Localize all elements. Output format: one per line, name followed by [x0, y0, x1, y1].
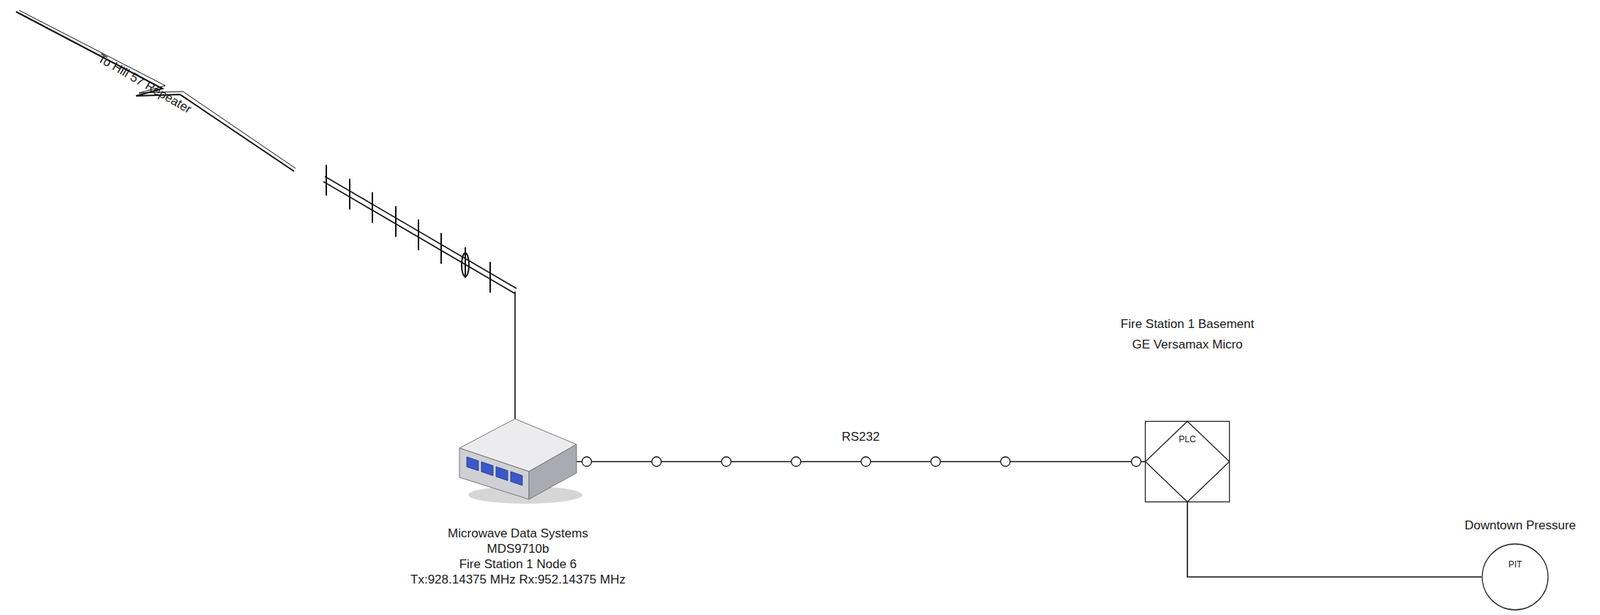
radio-text: Microwave Data Systems — [410, 525, 626, 541]
radio-link-bolt — [16, 11, 295, 172]
led-panel — [466, 456, 479, 471]
connector — [576, 456, 1145, 467]
box-side — [528, 444, 577, 499]
plc-text: Fire Station 1 Basement — [1120, 313, 1254, 335]
serial-bead — [791, 456, 802, 467]
yagi-antenna — [323, 164, 517, 419]
plc-caption: Fire Station 1 BasementGE Versamax Micro — [1120, 313, 1254, 355]
serial-bead — [930, 456, 941, 467]
radio-text: Tx:928.14375 MHz Rx:952.14375 MHz — [410, 571, 626, 587]
plc-tag: PLC — [1178, 433, 1196, 445]
antenna-element — [348, 178, 351, 210]
pit-circle — [1482, 543, 1549, 610]
radio-caption: Microwave Data SystemsMDS9710bFire Stati… — [410, 525, 626, 587]
radio-box: Microwave Data SystemsMDS9710bFire Stati… — [459, 418, 577, 501]
serial-bead — [582, 456, 592, 467]
radio-text: Fire Station 1 Node 6 — [410, 556, 626, 572]
antenna-element — [395, 205, 397, 237]
antenna-element — [325, 164, 328, 196]
plc-text: GE Versamax Micro — [1120, 334, 1254, 355]
connector-line — [1187, 501, 1482, 577]
connector — [1187, 501, 1482, 577]
antenna-element — [489, 261, 491, 293]
serial-bead — [651, 456, 662, 467]
plc-box-outline — [1144, 420, 1230, 502]
pit-title: Downtown Pressure — [1464, 517, 1576, 533]
serial-bead — [861, 456, 871, 467]
pit-tag: PIT — [1508, 558, 1523, 570]
plc-box: Fire Station 1 BasementGE Versamax Micro… — [1144, 420, 1230, 502]
led-panel — [510, 471, 523, 486]
antenna-element — [417, 219, 420, 251]
serial-bead — [1131, 456, 1142, 467]
link-label: To Hill 57 Repeater — [95, 51, 194, 118]
radio-box-outline — [459, 418, 577, 501]
pressure-transmitter: Downtown PressurePIT — [1481, 542, 1549, 611]
plc-diamond — [1145, 421, 1230, 502]
edge-label: RS232 — [839, 429, 883, 445]
plc-square — [1145, 421, 1230, 502]
serial-bead — [721, 456, 731, 467]
antenna-element — [464, 247, 467, 279]
driven-element — [461, 253, 469, 277]
led-panel — [481, 461, 494, 476]
radio-text: MDS9710b — [410, 540, 626, 557]
radio-link-bolt — [19, 10, 296, 169]
antenna-element — [440, 232, 442, 264]
box-front — [459, 447, 529, 499]
antenna-mast — [514, 291, 516, 419]
antenna-element — [371, 192, 374, 224]
serial-bead — [1000, 456, 1011, 467]
pressure-transmitter-outline — [1481, 542, 1549, 611]
led-panel — [496, 466, 508, 480]
